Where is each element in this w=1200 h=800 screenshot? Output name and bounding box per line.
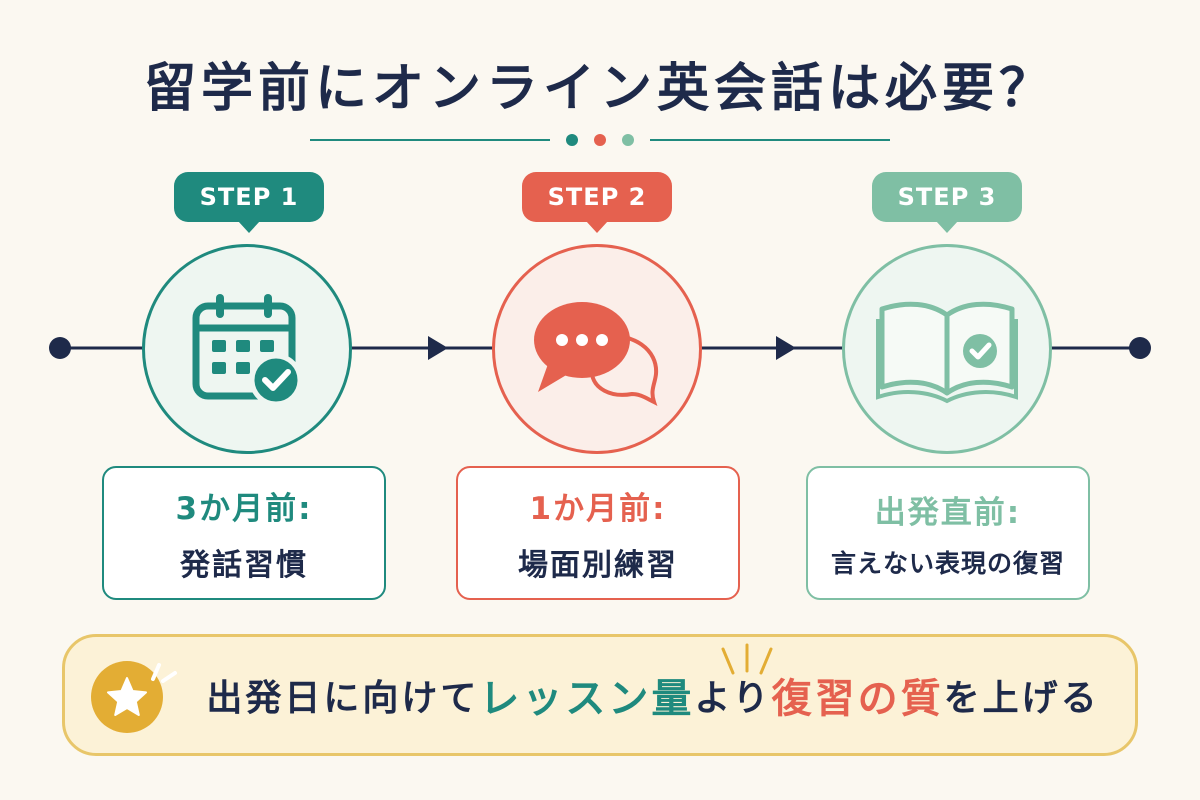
calendar-check-icon	[192, 294, 303, 407]
summary-part-1: 出発日に向けて	[206, 678, 480, 719]
step-2-tag: STEP 2	[522, 172, 672, 233]
step-3-tag: STEP 3	[872, 172, 1022, 233]
step-3-timing: 出発直前:	[874, 494, 1022, 531]
step-1-card: 3か月前: 発話習慣	[102, 466, 386, 600]
step-3-focus: 言えない表現の復習	[830, 548, 1065, 578]
timeline-end-dot	[1129, 337, 1151, 359]
step-1-circle	[142, 244, 352, 454]
step-1-tag: STEP 1	[174, 172, 324, 233]
summary-part-5: を上げる	[943, 678, 1100, 719]
open-book-check-icon	[876, 301, 1018, 404]
timeline-arrow-1	[428, 336, 448, 360]
timeline-start-dot	[49, 337, 71, 359]
star-icon	[107, 677, 147, 716]
step-3-circle	[842, 244, 1052, 454]
summary-message: 出発日に向けて レッスン量 より 復習の質 を上げる	[183, 637, 1123, 753]
summary-part-lesson-volume: レッスン量	[479, 676, 695, 722]
sparkle-lines-icon	[151, 663, 177, 683]
step-1-focus: 発話習慣	[180, 547, 308, 583]
chat-bubbles-icon	[534, 302, 659, 406]
step-3-card: 出発直前: 言えない表現の復習	[806, 466, 1090, 600]
step-2-card: 1か月前: 場面別練習	[456, 466, 740, 600]
star-badge	[91, 661, 163, 733]
timeline-arrow-2	[776, 336, 796, 360]
emphasis-lines-icon	[721, 643, 773, 675]
step-2-timing: 1か月前:	[529, 490, 667, 527]
summary-part-3: より	[694, 678, 772, 719]
step-2-focus: 場面別練習	[518, 547, 678, 583]
page-title: 留学前にオンライン英会話は必要？	[143, 59, 1056, 119]
summary-part-review-quality: 復習の質	[771, 676, 944, 722]
summary-banner: 出発日に向けて レッスン量 より 復習の質 を上げる	[62, 634, 1138, 756]
title-divider	[310, 128, 890, 152]
step-1-timing: 3か月前:	[175, 490, 313, 527]
step-2-circle	[492, 244, 702, 454]
